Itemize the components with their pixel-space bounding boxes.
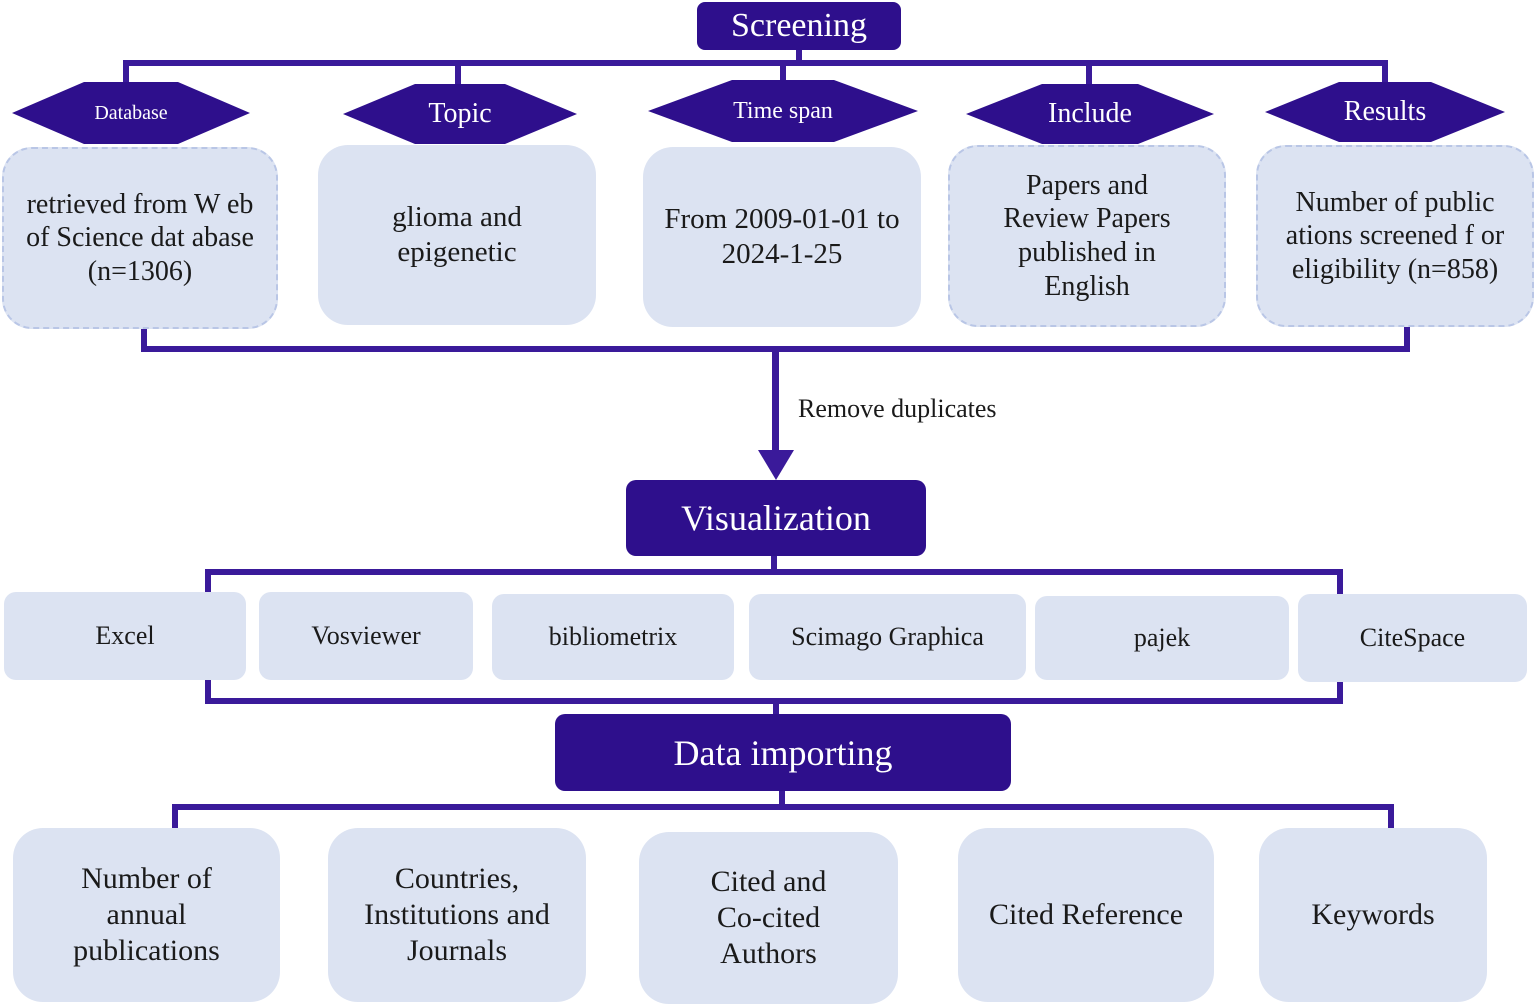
include-label: Include — [1048, 98, 1132, 129]
results-box: Number of public ations screened f or el… — [1256, 145, 1534, 327]
tool-bibliometrix: bibliometrix — [492, 594, 734, 680]
connector-screening-bus — [123, 60, 1388, 66]
connector-tools-top-left — [205, 569, 211, 597]
results-diamond-shape — [1265, 82, 1505, 142]
connector-drop-1 — [123, 60, 129, 86]
connector-tools-bottom-left — [205, 678, 211, 704]
tool-pajek: pajek — [1035, 596, 1289, 680]
connector-items-bus — [172, 804, 1394, 810]
connector-item-drop-1 — [172, 804, 178, 830]
item-keywords: Keywords — [1259, 828, 1487, 1002]
connector-drop-5 — [1382, 60, 1388, 86]
connector-item-drop-2 — [1388, 804, 1394, 830]
connector-results-left — [141, 320, 147, 352]
connector-tools-bottom-right — [1337, 678, 1343, 704]
database-diamond-shape — [12, 82, 250, 144]
tool-vosviewer: Vosviewer — [259, 592, 473, 680]
time-span-label: Time span — [733, 97, 833, 124]
connector-drop-3 — [780, 60, 786, 86]
connector-tools-top-bus — [205, 569, 1343, 575]
connector-drop-2 — [455, 60, 461, 86]
connector-tools-top-right — [1337, 569, 1343, 597]
include-diamond-shape — [966, 84, 1214, 144]
item-annual-publications: Number of annual publications — [13, 828, 280, 1002]
item-countries-institutions-journals: Countries, Institutions and Journals — [328, 828, 586, 1002]
time-span-diamond-shape — [648, 80, 918, 142]
topic-label: Topic — [428, 98, 492, 129]
connector-screening-down — [796, 48, 802, 64]
tool-excel: Excel — [4, 592, 246, 680]
results-label: Results — [1343, 96, 1427, 127]
connector-visualization-down — [771, 555, 777, 575]
tool-scimago-graphica: Scimago Graphica — [749, 594, 1026, 680]
connector-data-importing-down — [779, 788, 785, 808]
topic-diamond-shape — [343, 84, 577, 144]
item-cited-reference: Cited Reference — [958, 828, 1214, 1002]
database-box: retrieved from W eb of Science dat abase… — [2, 147, 278, 329]
time-span-box: From 2009-01-01 to 2024-1-25 — [643, 147, 921, 327]
remove-duplicates-label: Remove duplicates — [798, 394, 997, 423]
data-importing-header: Data importing — [555, 714, 1011, 791]
tool-citespace: CiteSpace — [1298, 594, 1527, 682]
screening-header: Screening — [697, 2, 901, 50]
flow-arrow-shaft — [772, 346, 779, 454]
topic-box: glioma and epigenetic — [318, 145, 596, 325]
connector-to-data-importing — [773, 698, 779, 718]
flow-arrow-head — [758, 450, 794, 480]
visualization-header: Visualization — [626, 480, 926, 556]
include-box: Papers and Review Papers published in En… — [948, 145, 1226, 327]
item-cited-co-cited-authors: Cited and Co-cited Authors — [639, 832, 898, 1004]
database-label: Database — [94, 101, 168, 124]
connector-results-right — [1404, 320, 1410, 352]
connector-drop-4 — [1086, 60, 1092, 86]
